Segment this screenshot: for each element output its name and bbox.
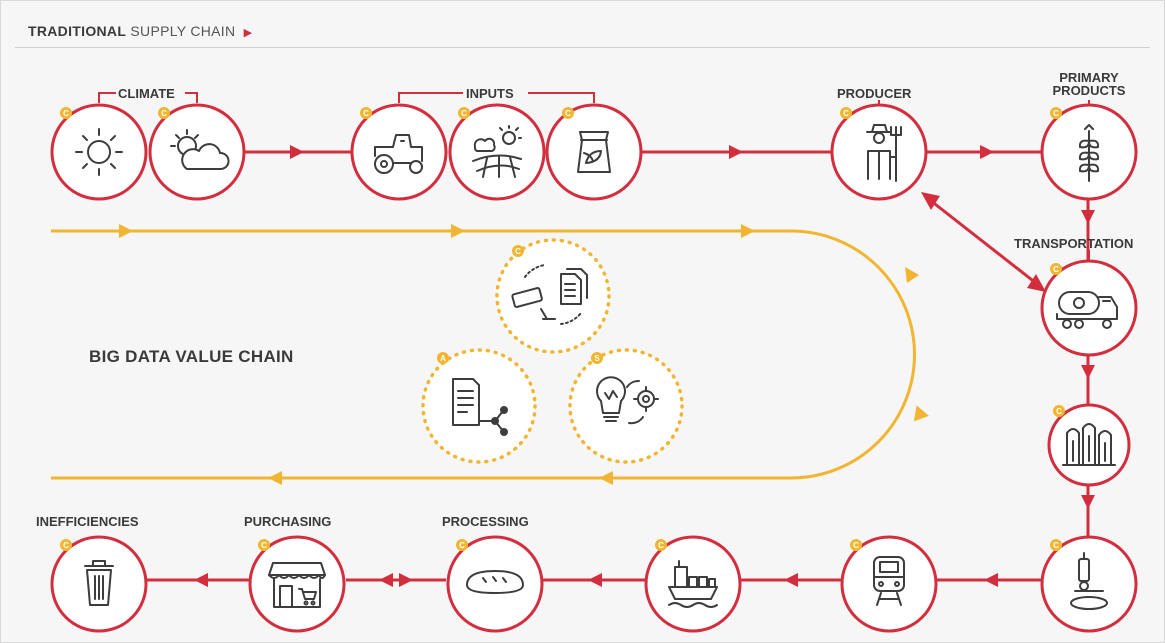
microscope-icon <box>1070 552 1108 610</box>
climate-bracket <box>98 92 198 103</box>
badge-inefficiencies: C <box>63 541 69 550</box>
label-climate: CLIMATE <box>118 86 175 101</box>
header-title-bold: TRADITIONAL <box>28 23 127 39</box>
label-big-data-value-chain: BIG DATA VALUE CHAIN <box>89 347 294 366</box>
badges: C C C C C C C C C C C C C C C C A <box>60 107 1065 551</box>
inputs-field-circle <box>448 103 546 201</box>
inputs-bracket <box>398 92 595 103</box>
header-divider <box>15 47 1150 48</box>
lab-microscope-circle <box>1040 535 1138 633</box>
sun-icon <box>75 128 123 176</box>
badge-inputs-1: C <box>363 109 369 118</box>
lightbulb-gears-icon <box>596 376 659 425</box>
field-icon <box>472 125 522 178</box>
data-circles <box>421 238 684 464</box>
trash-icon <box>84 560 114 606</box>
label-primary-line1: PRIMARY <box>1059 70 1119 85</box>
header-arrow-icon: ▶ <box>243 27 253 39</box>
data-arrow-4 <box>905 267 919 283</box>
silo-icon <box>1062 423 1116 466</box>
label-inputs: INPUTS <box>466 86 514 101</box>
processing-circle <box>446 535 544 633</box>
tanker-truck-icon <box>1056 291 1118 329</box>
climate-sun-circle <box>50 103 148 201</box>
badge-rail: C <box>853 541 859 550</box>
icons <box>75 124 1118 610</box>
data-arrow-3 <box>741 224 755 238</box>
data-arrow-2 <box>451 224 465 238</box>
partly-cloudy-icon <box>170 129 230 170</box>
badge-primary: C <box>1053 109 1059 118</box>
badge-climate-1: C <box>63 109 69 118</box>
data-loop-curve <box>790 229 916 480</box>
tractor-icon <box>374 134 423 174</box>
badge-data-analysis: A <box>440 354 446 363</box>
data-loop-arrows <box>119 224 929 485</box>
seed-bag-icon <box>577 131 611 173</box>
bread-icon <box>466 570 524 594</box>
badge-inputs-3: C <box>565 109 571 118</box>
diagram-header: TRADITIONAL SUPPLY CHAIN ▶ <box>28 23 252 39</box>
document-share-icon <box>452 378 508 436</box>
badge-data-insight: S <box>594 354 600 363</box>
badge-ship: C <box>658 541 664 550</box>
big-data-loop <box>51 229 916 480</box>
farmer-icon <box>866 124 902 182</box>
train-icon <box>873 556 905 606</box>
cargo-ship-icon <box>668 560 718 608</box>
label-purchasing: PURCHASING <box>244 514 332 529</box>
inputs-tractor-circle <box>350 103 448 201</box>
transportation-circle <box>1040 259 1138 357</box>
supply-arrowheads <box>194 145 1095 587</box>
purchasing-circle <box>248 535 346 633</box>
label-processing: PROCESSING <box>442 514 529 529</box>
data-capture-circle <box>495 238 611 354</box>
wheat-icon <box>1078 124 1100 182</box>
badge-transport: C <box>1053 265 1059 274</box>
badge-purchasing: C <box>261 541 267 550</box>
camera-documents-icon <box>511 264 588 325</box>
rail-circle <box>840 535 938 633</box>
data-arrow-5 <box>913 405 929 422</box>
label-inefficiencies: INEFFICIENCIES <box>36 514 139 529</box>
label-primary-line2: PRODUCTS <box>1052 83 1126 98</box>
data-arrow-1 <box>119 224 133 238</box>
badge-inputs-2: C <box>461 109 467 118</box>
data-insight-circle <box>568 348 684 464</box>
label-transportation: TRANSPORTATION <box>1014 236 1134 251</box>
badge-lab: C <box>1053 541 1059 550</box>
data-arrow-7 <box>268 471 282 485</box>
badge-data-capture: C <box>515 247 521 256</box>
shop-icon <box>268 562 326 608</box>
badge-producer: C <box>843 109 849 118</box>
badge-climate-2: C <box>161 109 167 118</box>
data-arrow-6 <box>599 471 613 485</box>
header-title-light: SUPPLY CHAIN <box>130 23 236 39</box>
label-primary-products: PRIMARY PRODUCTS <box>1043 71 1135 97</box>
badge-storage: C <box>1056 407 1062 416</box>
badge-processing: C <box>459 541 465 550</box>
label-producer: PRODUCER <box>837 86 912 101</box>
shipping-circle <box>644 535 742 633</box>
